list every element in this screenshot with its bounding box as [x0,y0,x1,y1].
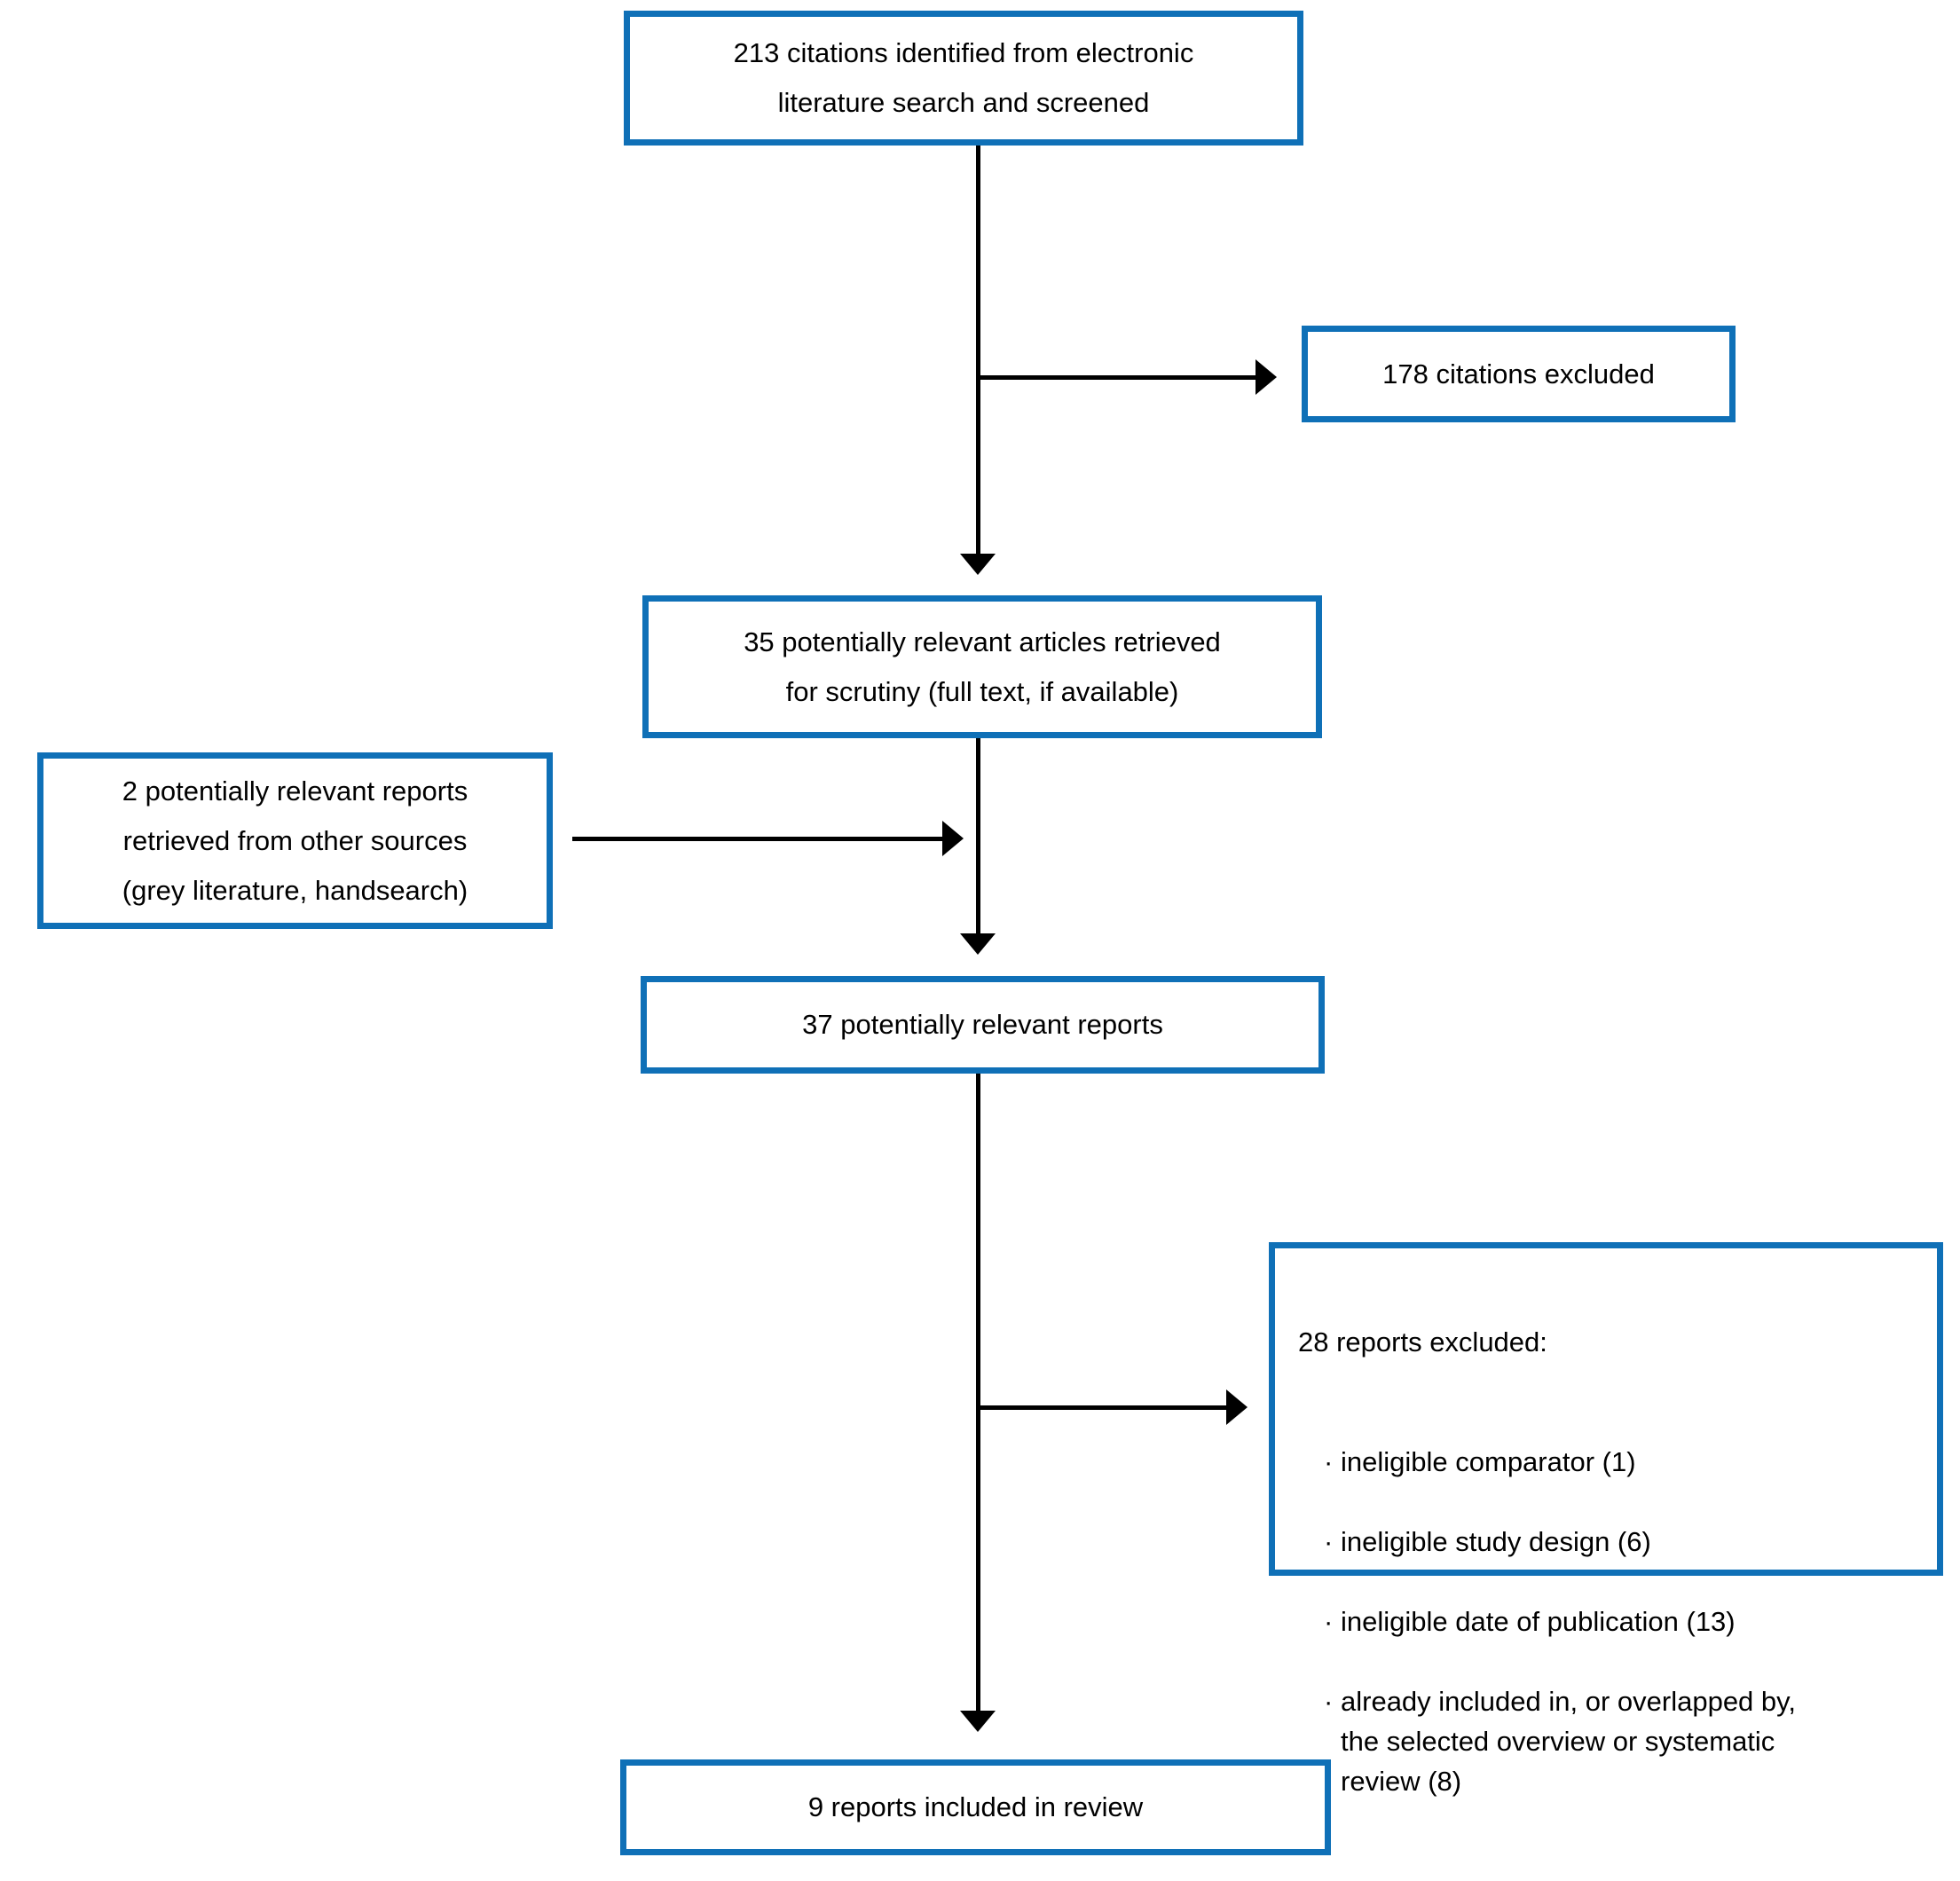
reports-excluded-list: ineligible comparator (1) ineligible stu… [1298,1402,1796,1841]
reports-excluded-heading: 28 reports excluded: [1298,1326,1547,1358]
box-citations-identified: 213 citations identified from electronic… [624,11,1303,146]
box-reports-included: 9 reports included in review [620,1759,1331,1855]
arrow-branch-reports-excluded-line [978,1405,1226,1410]
arrow-right-icon [942,821,964,856]
reports-excluded-item: ineligible date of publication (13) [1324,1602,1796,1641]
box-reports-excluded: 28 reports excluded: ineligible comparat… [1269,1242,1943,1797]
arrow-relevant-to-included-line [976,1074,980,1711]
box-articles-retrieved: 35 potentially relevant articles retriev… [642,595,1322,738]
arrow-retrieved-to-relevant-line [976,738,980,933]
box-citations-excluded-label: 178 citations excluded [1382,358,1655,390]
arrow-down-icon [960,933,996,955]
box-citations-identified-label: 213 citations identified from electronic… [733,37,1194,118]
arrow-right-icon [1256,359,1277,395]
box-reports-included-label: 9 reports included in review [807,1791,1144,1822]
reports-excluded-content: 28 reports excluded: ineligible comparat… [1275,1248,1821,1881]
box-other-sources: 2 potentially relevant reports retrieved… [37,752,553,929]
arrow-branch-citations-excluded-line [978,375,1256,380]
arrow-down-icon [960,1711,996,1732]
reports-excluded-item: ineligible comparator (1) [1324,1442,1796,1482]
reports-excluded-item: already included in, or overlapped by, t… [1324,1681,1796,1801]
box-other-sources-label: 2 potentially relevant reports retrieved… [122,775,468,906]
box-potentially-relevant-reports: 37 potentially relevant reports [641,976,1325,1074]
arrow-down-icon [960,554,996,575]
box-citations-excluded: 178 citations excluded [1302,326,1736,422]
arrow-other-sources-to-spine-line [572,837,942,841]
reports-excluded-item: ineligible study design (6) [1324,1522,1796,1562]
box-articles-retrieved-label: 35 potentially relevant articles retriev… [744,626,1221,707]
arrow-identified-to-retrieved-line [976,146,980,554]
box-potentially-relevant-reports-label: 37 potentially relevant reports [802,1009,1163,1040]
arrow-right-icon [1226,1389,1248,1425]
